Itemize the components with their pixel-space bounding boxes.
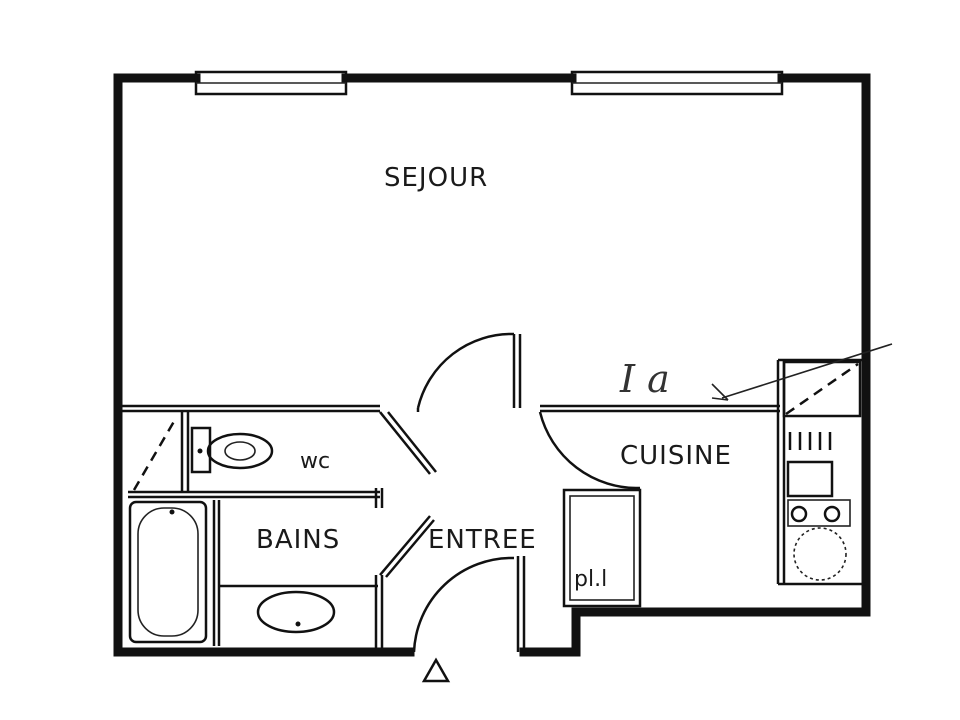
washer-icon	[793, 527, 847, 581]
entrance-door	[412, 556, 526, 653]
wc-door-leaf	[379, 411, 431, 475]
toilet-icon	[190, 426, 274, 474]
partition-sejour	[122, 334, 780, 413]
dish-rack-icon	[788, 432, 832, 450]
annotation-arrow	[711, 343, 893, 401]
entrance-triangle-icon	[421, 657, 451, 683]
wc-walls	[128, 412, 384, 508]
label-entree: ENTREE	[428, 525, 537, 555]
placard	[562, 488, 642, 608]
window-right	[570, 70, 784, 96]
washbasin-icon	[256, 590, 336, 634]
label-wc: wc	[300, 449, 330, 474]
bains-walls	[212, 500, 384, 648]
bains-door-leaf	[379, 515, 431, 576]
kitchen-door-swing	[538, 411, 641, 490]
bathtub-icon	[128, 500, 208, 644]
cooktop-icon	[786, 460, 851, 527]
kitchen-unit	[776, 358, 866, 586]
sejour-door-swing	[416, 332, 515, 409]
label-sejour: SEJOUR	[384, 163, 488, 193]
label-placard: pl.l	[574, 567, 607, 592]
sink-icon	[782, 360, 862, 418]
wc-closet	[132, 417, 178, 491]
label-bains: BAINS	[256, 525, 340, 555]
window-left	[194, 70, 348, 96]
label-cuisine: CUISINE	[620, 441, 732, 471]
handwritten-annotation: I a	[619, 357, 670, 401]
